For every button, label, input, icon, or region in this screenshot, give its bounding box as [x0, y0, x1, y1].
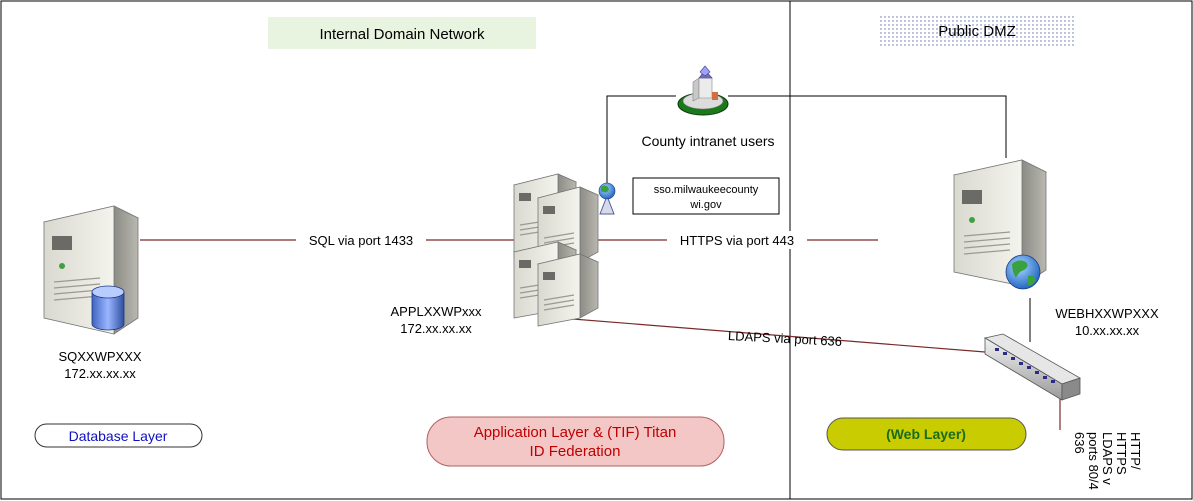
- application-server-cluster-icon: [512, 173, 600, 327]
- switch-note-line5: 636: [1072, 432, 1087, 454]
- web-layer-label: (Web Layer): [886, 426, 966, 442]
- web-server-icon: [952, 159, 1048, 290]
- application-layer-label-line2: ID Federation: [530, 443, 621, 460]
- dmz-label-bg: [879, 14, 1075, 46]
- intranet-connector-left: [606, 95, 676, 192]
- database-server-icon: [42, 205, 140, 335]
- switch-note-line2: HTTPS: [1114, 432, 1129, 475]
- web-layer-badge: [826, 417, 1027, 451]
- internal-network-label: Internal Domain Network: [319, 26, 485, 43]
- intranet-users-label: County intranet users: [641, 133, 774, 149]
- application-layer-badge: [426, 416, 725, 467]
- sso-globe-icon: [598, 182, 616, 215]
- application-layer-label-line1: Application Layer & (TIF) Titan: [474, 424, 677, 441]
- network-switch-icon: [983, 333, 1081, 401]
- switch-note-line3: LDAPS v: [1100, 432, 1115, 485]
- intranet-connector-right: [728, 95, 1007, 158]
- web-globe-icon: [1005, 254, 1041, 290]
- switch-port-note: HTTP/ HTTPS LDAPS v ports 80/4 636: [1072, 432, 1143, 490]
- database-cylinder-icon: [91, 285, 125, 331]
- switch-note-line1: HTTP/: [1128, 432, 1143, 470]
- database-server-ip: 172.xx.xx.xx: [64, 366, 136, 381]
- web-server-ip: 10.xx.xx.xx: [1075, 323, 1140, 338]
- ldaps-connection-label: LDAPS via port 636: [728, 328, 843, 349]
- web-server-name: WEBHXXWPXXX: [1055, 306, 1159, 321]
- sql-connection-label: SQL via port 1433: [309, 233, 413, 248]
- database-layer-badge: [34, 423, 203, 448]
- intranet-users-icon: [677, 65, 729, 116]
- app-server-unit: [536, 253, 600, 327]
- internal-network-label-bg: [268, 17, 536, 49]
- https-connection-label: HTTPS via port 443: [680, 233, 794, 248]
- sso-url-line1: sso.milwaukeecounty: [654, 184, 759, 196]
- application-server-name: APPLXXWPxxx: [390, 304, 482, 319]
- sso-url-line2: wi.gov: [689, 199, 722, 211]
- sso-url-box: [632, 177, 780, 215]
- application-server-ip: 172.xx.xx.xx: [400, 321, 472, 336]
- database-server-name: SQXXWPXXX: [58, 349, 141, 364]
- ldaps-connector: [559, 317, 986, 353]
- switch-note-line4: ports 80/4: [1086, 432, 1101, 490]
- dmz-label: Public DMZ: [938, 23, 1016, 40]
- database-layer-label: Database Layer: [69, 428, 168, 444]
